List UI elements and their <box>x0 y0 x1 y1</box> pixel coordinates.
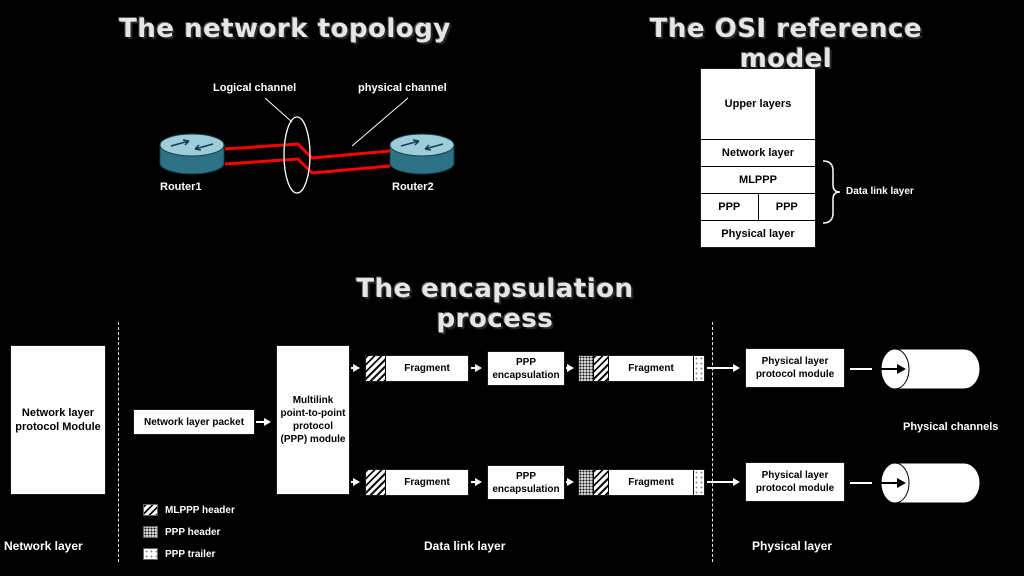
osi-mlppp-cell: MLPPP <box>701 166 815 193</box>
logical-channel-label: Logical channel <box>213 82 297 94</box>
physical-channel-cylinder-top <box>850 348 981 390</box>
legend-label: MLPPP header <box>165 504 235 516</box>
osi-physical-layer-cell: Physical layer <box>701 220 815 247</box>
osi-network-layer-cell: Network layer <box>701 139 815 166</box>
datalink-brace-label: Data link layer <box>846 186 914 197</box>
logical-channel-ellipse <box>283 116 311 194</box>
network-layer-module-box: Network layer protocol Module <box>10 345 106 495</box>
legend-label: PPP header <box>165 526 221 538</box>
arrow-fragment-to-physical-bottom <box>707 478 740 486</box>
physical-link-2 <box>224 157 391 175</box>
physical-link-1 <box>224 142 391 160</box>
brace-icon <box>822 160 841 224</box>
physical-channel-cylinder-bottom <box>850 462 981 504</box>
network-packet-box: Network layer packet <box>133 409 255 435</box>
ppp-encapsulation-box-bottom: PPP encapsulation <box>487 465 565 500</box>
topology-title: The network topology <box>119 14 451 44</box>
arrow-fragment-to-physical-top <box>707 364 740 372</box>
fragment-box-top-2: Fragment <box>578 355 705 382</box>
arrow-ppp-to-fragment-bottom <box>566 478 574 486</box>
router1-label: Router1 <box>160 181 202 193</box>
ppp-header-swatch-icon <box>143 526 158 538</box>
ppp-header-segment <box>579 470 594 495</box>
router2-label: Router2 <box>392 181 434 193</box>
legend-label: PPP trailer <box>165 548 216 560</box>
legend-item-ppp-header: PPP header <box>143 526 220 538</box>
mlppp-header-swatch-icon <box>143 504 158 516</box>
fragment-label: Fragment <box>628 363 674 374</box>
mlppp-header-segment <box>366 470 386 495</box>
osi-upper-layers-cell: Upper layers <box>724 98 792 110</box>
legend-item-mlppp-header: MLPPP header <box>143 504 235 516</box>
arrow-mlppp-to-fragment-bottom <box>351 478 360 486</box>
mlppp-header-segment <box>594 470 609 495</box>
osi-ppp-right-cell: PPP <box>775 201 798 213</box>
topology-links-graphic <box>224 97 409 194</box>
mlppp-module-box: Multilink point-to-point protocol (PPP) … <box>276 345 350 495</box>
router1-icon <box>159 133 225 175</box>
datalink-layer-label: Data link layer <box>424 539 506 553</box>
physical-module-box-bottom: Physical layer protocol module <box>745 462 845 502</box>
mlppp-header-segment <box>366 356 386 381</box>
fragment-label: Fragment <box>628 477 674 488</box>
ppp-trailer-segment <box>693 470 704 495</box>
ppp-encapsulation-box-top: PPP encapsulation <box>487 351 565 386</box>
ppp-trailer-segment <box>693 356 704 381</box>
osi-ppp-left-cell: PPP <box>701 194 759 220</box>
physical-module-box-top: Physical layer protocol module <box>745 348 845 388</box>
arrow-packet-to-mlppp <box>256 418 271 426</box>
physical-channel-pointer-line <box>351 97 409 147</box>
arrow-fragment-to-ppp-bottom <box>471 478 482 486</box>
router2-icon <box>389 133 455 175</box>
arrow-mlppp-to-fragment-top <box>351 364 360 372</box>
encapsulation-title: The encapsulation process <box>356 274 634 334</box>
osi-model-box: Upper layers Network layer MLPPP PPP PPP… <box>700 68 816 248</box>
ppp-header-segment <box>579 356 594 381</box>
osi-title: The OSI reference model <box>649 14 923 74</box>
mlppp-header-segment <box>594 356 609 381</box>
osi-ppp-row: PPP PPP <box>701 193 815 220</box>
fragment-box-bottom-1: Fragment <box>365 469 469 496</box>
network-layer-label: Network layer <box>4 539 83 553</box>
legend-item-ppp-trailer: PPP trailer <box>143 548 215 560</box>
datalink-physical-divider <box>712 322 713 562</box>
network-datalink-divider <box>118 322 119 562</box>
fragment-label: Fragment <box>404 363 450 374</box>
fragment-box-bottom-2: Fragment <box>578 469 705 496</box>
logical-channel-pointer-line <box>264 97 293 123</box>
physical-channel-label: physical channel <box>358 82 447 94</box>
physical-channels-label: Physical channels <box>903 421 999 433</box>
ppp-trailer-swatch-icon <box>143 548 158 560</box>
physical-layer-label: Physical layer <box>752 539 833 553</box>
arrow-fragment-to-ppp-top <box>471 364 482 372</box>
fragment-box-top-1: Fragment <box>365 355 469 382</box>
fragment-label: Fragment <box>404 477 450 488</box>
arrow-ppp-to-fragment-top <box>566 364 574 372</box>
